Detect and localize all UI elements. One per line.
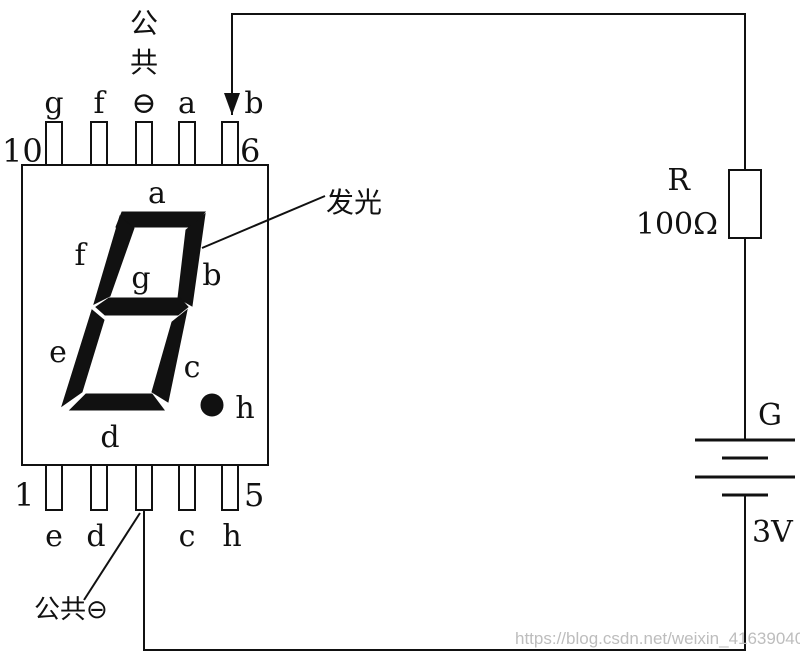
bottom-pin-label-c: c xyxy=(179,519,196,554)
current-arrow-icon xyxy=(224,93,240,115)
common-top-line1: 公 xyxy=(130,7,158,40)
bottom-pin-c xyxy=(178,464,196,511)
top-pin-label-g: g xyxy=(44,86,63,121)
top-pin-label-a: a xyxy=(178,86,196,121)
resistor-label: R xyxy=(667,163,691,198)
segment-f xyxy=(93,215,135,305)
bottom-pin-e xyxy=(45,464,63,511)
top-pin-common xyxy=(135,121,153,166)
segment-label-h: h xyxy=(235,391,254,426)
bottom-pin-label-e: e xyxy=(45,519,63,554)
segment-label-e: e xyxy=(49,335,67,370)
segment-c xyxy=(151,308,188,403)
bottom-pin-h xyxy=(221,464,239,511)
segment-d xyxy=(68,393,165,411)
top-pin-b xyxy=(221,121,239,166)
pin-number-1: 1 xyxy=(14,476,34,514)
wire-bottom xyxy=(143,495,746,651)
top-pin-g xyxy=(45,121,63,166)
segments xyxy=(61,211,224,417)
top-pins xyxy=(45,121,239,166)
bottom-pins xyxy=(45,464,239,511)
bottom-pin-label-d: d xyxy=(86,519,105,554)
segment-label-a: a xyxy=(148,176,166,211)
segment-label-c: c xyxy=(184,350,201,385)
top-pin-label-common: ⊖ xyxy=(131,86,156,121)
segment-g xyxy=(95,297,189,316)
bottom-pin-common xyxy=(135,464,153,511)
callout-leader xyxy=(201,195,326,249)
top-pin-a xyxy=(178,121,196,166)
segment-e xyxy=(61,309,105,408)
pin-number-6: 6 xyxy=(240,132,260,170)
battery-voltage: 3V xyxy=(752,515,794,550)
pin-number-5: 5 xyxy=(244,476,264,514)
top-pin-f xyxy=(90,121,108,166)
top-pin-label-f: f xyxy=(93,86,106,121)
watermark: https://blog.csdn.net/weixin_41639040 xyxy=(515,629,800,648)
circuit-wires xyxy=(83,13,746,651)
top-pin-label-b: b xyxy=(244,86,263,121)
segment-label-d: d xyxy=(100,420,119,455)
resistor xyxy=(728,169,762,239)
pin-number-10: 10 xyxy=(2,132,43,170)
wire-top xyxy=(231,13,746,170)
segment-label-g: g xyxy=(131,261,150,296)
callout-label: 发光 xyxy=(326,186,382,219)
battery xyxy=(695,438,795,497)
segment-label-f: f xyxy=(74,238,87,273)
battery-label: G xyxy=(758,398,782,433)
common-bottom-leader xyxy=(83,512,141,601)
bottom-pin-d xyxy=(90,464,108,511)
bottom-pin-label-h: h xyxy=(222,519,241,554)
resistor-value: 100Ω xyxy=(636,207,718,242)
common-bottom-label: 公共⊖ xyxy=(34,595,108,625)
segment-h-dot xyxy=(200,393,224,417)
common-top-line2: 共 xyxy=(130,46,158,79)
segment-label-b: b xyxy=(202,258,221,293)
